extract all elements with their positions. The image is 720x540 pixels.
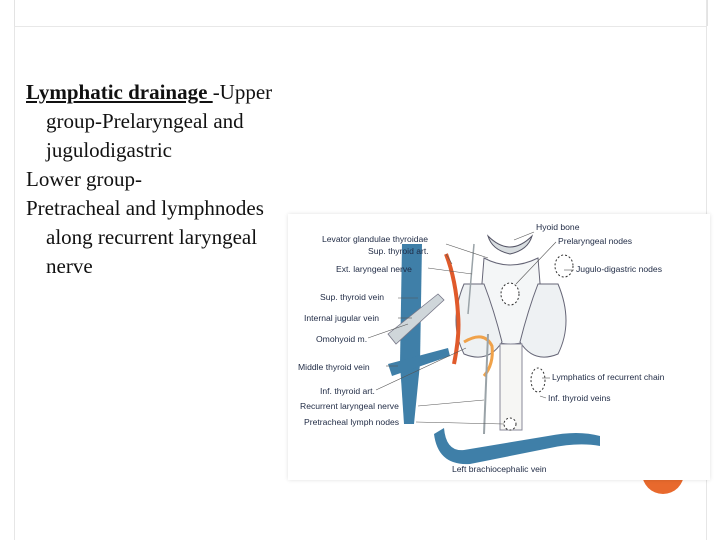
upper-line-3: jugulodigastric: [46, 138, 172, 162]
pretracheal-line-1: Pretracheal and lymphnodes: [26, 196, 264, 220]
pretracheal-line-3: nerve: [46, 254, 93, 278]
upper-label: -Upper: [212, 80, 273, 104]
prelaryngeal-node: [500, 282, 520, 306]
paragraph-lower-group: Lower group-: [26, 165, 326, 194]
slide-body-text: Lymphatic drainage -Upper group-Prelaryn…: [26, 78, 326, 281]
trachea: [499, 343, 523, 431]
ext-laryngeal-nerve-shape: [467, 243, 475, 315]
label-sup-thyroid-vein: Sup. thyroid vein: [320, 292, 384, 302]
inf-thyroid-artery-shape: [463, 335, 494, 377]
heading-lymphatic-drainage: Lymphatic drainage: [26, 80, 213, 104]
label-prelaryngeal: Prelaryngeal nodes: [558, 236, 632, 246]
recurrent-laryngeal-nerve-shape: [483, 333, 489, 435]
label-jugulo-digastric: Jugulo-digastric nodes: [576, 264, 662, 274]
thyroid-diagram: Hyoid bone Levator glandulae thyroidae S…: [298, 222, 665, 474]
label-inf-thyroid-art: Inf. thyroid art.: [320, 386, 375, 396]
slide-frame-top: [14, 0, 708, 26]
label-middle-thyroid: Middle thyroid vein: [298, 362, 370, 372]
thyroid-lobe-left: [519, 283, 567, 358]
jugulo-digastric-node: [554, 254, 574, 278]
paragraph-upper-group: Lymphatic drainage -Upper group-Prelaryn…: [26, 78, 326, 165]
recurrent-chain-node: [530, 367, 546, 393]
label-sup-thyroid-art: Sup. thyroid art.: [368, 246, 429, 256]
label-omohyoid: Omohyoid m.: [316, 334, 367, 344]
label-hyoid-bone: Hyoid bone: [536, 222, 580, 232]
leader-lines: [367, 231, 574, 425]
omohyoid-muscle-shape: [387, 293, 445, 345]
slide-frame-left: [14, 26, 15, 540]
hyoid-bone-shape: [486, 234, 534, 255]
pretracheal-node: [503, 417, 517, 431]
label-pretracheal-nodes: Pretracheal lymph nodes: [304, 417, 399, 427]
upper-line-2: group-Prelaryngeal and: [46, 109, 244, 133]
left-brachiocephalic-vein-shape: [434, 428, 600, 465]
label-lymphatics-recurrent: Lymphatics of recurrent chain: [552, 372, 665, 382]
label-internal-jugular: Internal jugular vein: [304, 313, 379, 323]
label-left-brachiocephalic: Left brachiocephalic vein: [452, 464, 547, 474]
label-levator: Levator glandulae thyroidae: [322, 234, 428, 244]
sup-thyroid-artery-shape: [444, 253, 461, 365]
internal-jugular-vein-shape: [400, 244, 422, 424]
label-recurrent-laryngeal: Recurrent laryngeal nerve: [300, 401, 399, 411]
paragraph-pretracheal: Pretracheal and lymphnodes along recurre…: [26, 194, 326, 281]
slide-frame-rule: [14, 26, 706, 27]
middle-thyroid-vein-shape: [388, 348, 450, 376]
thyroid-lymphatics-figure: Hyoid bone Levator glandulae thyroidae S…: [288, 214, 710, 480]
pretracheal-line-2: along recurrent laryngeal: [46, 225, 258, 249]
label-inf-thyroid-veins: Inf. thyroid veins: [548, 393, 611, 403]
lower-line-1: Lower group-: [26, 167, 143, 191]
label-ext-laryngeal: Ext. laryngeal nerve: [336, 264, 412, 274]
